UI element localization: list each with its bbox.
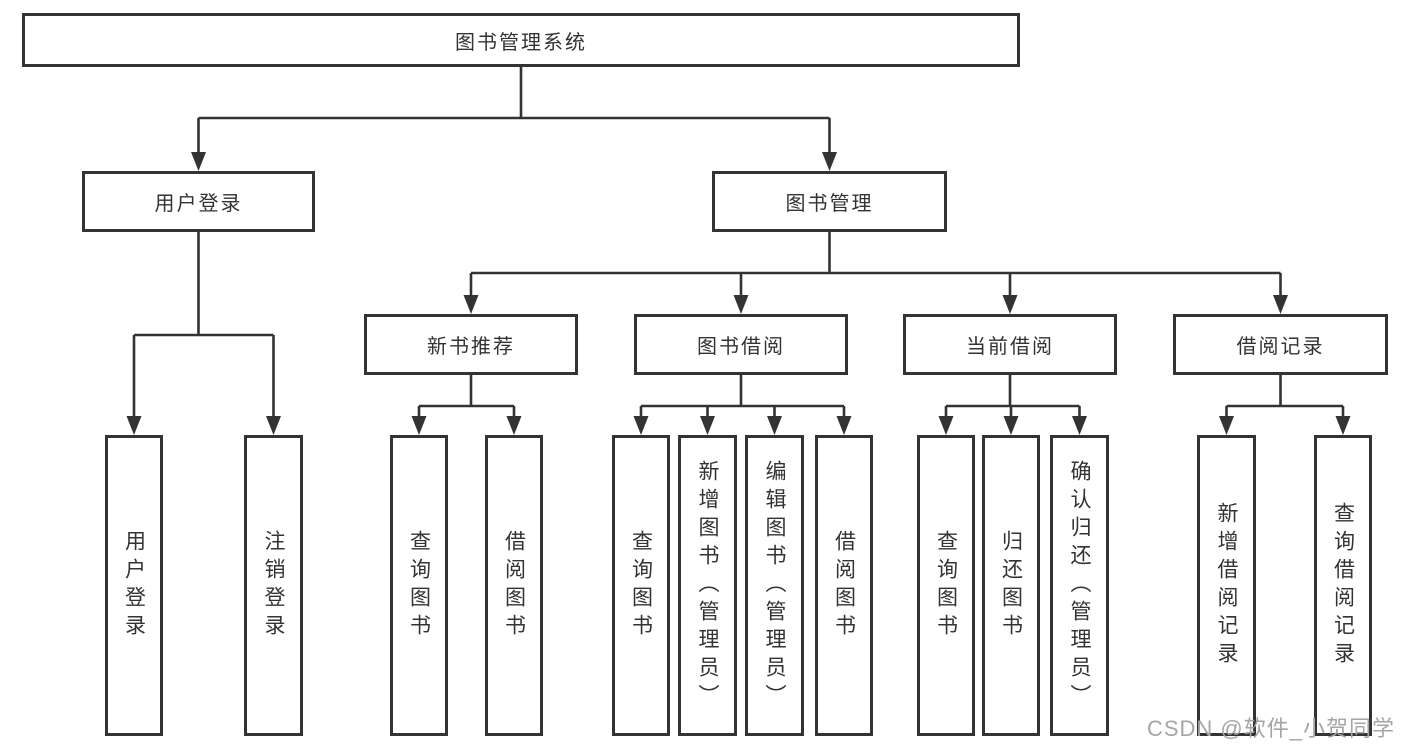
- node-label-leaf-confirm-return: 确认归还（管理员）: [1068, 459, 1091, 712]
- node-leaf-borrow-books-2: 借阅图书: [815, 435, 873, 736]
- node-leaf-query-books-1: 查询图书: [390, 435, 448, 736]
- node-label-leaf-edit-books: 编辑图书（管理员）: [763, 459, 786, 712]
- csdn-watermark: CSDN @软件_小贺同学: [1146, 716, 1395, 741]
- node-leaf-user-login: 用户登录: [105, 435, 163, 736]
- connector-arrow-down-icon: [1273, 295, 1288, 314]
- node-label-borrow-records: 借阅记录: [1236, 336, 1325, 358]
- connector-arrow-down-icon: [767, 416, 782, 435]
- connector-arrow-down-icon: [938, 416, 954, 435]
- node-leaf-query-books-3: 查询图书: [917, 435, 975, 736]
- node-label-leaf-query-books-2: 查询图书: [629, 529, 653, 642]
- connector-arrow-down-icon: [1072, 416, 1087, 435]
- node-leaf-query-books-2: 查询图书: [612, 435, 670, 736]
- connector-arrow-down-icon: [733, 295, 749, 314]
- node-new-book-rec: 新书推荐: [364, 314, 578, 375]
- node-label-leaf-query-books-1: 查询图书: [407, 529, 431, 642]
- connector-arrow-down-icon: [1003, 416, 1019, 435]
- connector-arrow-down-icon: [506, 416, 522, 435]
- node-label-leaf-add-borrow-record: 新增借阅记录: [1215, 501, 1238, 670]
- node-label-leaf-query-borrow-record: 查询借阅记录: [1331, 501, 1355, 670]
- node-label-user-login: 用户登录: [154, 193, 243, 215]
- node-book-mgmt: 图书管理: [712, 171, 947, 232]
- connector-arrow-down-icon: [700, 416, 715, 435]
- node-label-book-borrow: 图书借阅: [697, 336, 785, 358]
- connector-arrow-down-icon: [633, 416, 649, 435]
- connector-arrow-down-icon: [1219, 416, 1234, 435]
- connector-arrow-down-icon: [463, 295, 479, 314]
- node-leaf-add-books: 新增图书（管理员）: [678, 435, 737, 736]
- connector-arrow-down-icon: [191, 152, 206, 171]
- node-leaf-edit-books: 编辑图书（管理员）: [745, 435, 804, 736]
- connector-arrow-down-icon: [266, 416, 281, 435]
- node-leaf-logout: 注销登录: [244, 435, 303, 736]
- node-leaf-add-borrow-record: 新增借阅记录: [1197, 435, 1256, 736]
- node-label-current-borrow: 当前借阅: [966, 336, 1054, 358]
- node-leaf-return-books: 归还图书: [982, 435, 1040, 736]
- node-user-login: 用户登录: [82, 171, 315, 232]
- node-book-borrow: 图书借阅: [634, 314, 848, 375]
- node-borrow-records: 借阅记录: [1173, 314, 1388, 375]
- node-leaf-borrow-books-1: 借阅图书: [485, 435, 543, 736]
- connector-arrow-down-icon: [126, 416, 142, 435]
- node-label-leaf-user-login: 用户登录: [122, 529, 146, 642]
- node-leaf-query-borrow-record: 查询借阅记录: [1314, 435, 1372, 736]
- node-label-leaf-borrow-books-2: 借阅图书: [832, 529, 856, 642]
- node-leaf-confirm-return: 确认归还（管理员）: [1050, 435, 1109, 736]
- node-label-leaf-logout: 注销登录: [262, 529, 285, 642]
- node-root: 图书管理系统: [22, 13, 1020, 67]
- node-label-new-book-rec: 新书推荐: [427, 336, 515, 358]
- node-label-leaf-add-books: 新增图书（管理员）: [696, 459, 719, 712]
- connector-arrow-down-icon: [1002, 295, 1018, 314]
- node-current-borrow: 当前借阅: [903, 314, 1117, 375]
- connector-arrow-down-icon: [1335, 416, 1351, 435]
- connector-arrow-down-icon: [822, 152, 837, 171]
- node-label-root: 图书管理系统: [455, 31, 587, 54]
- node-label-book-mgmt: 图书管理: [785, 193, 874, 215]
- connector-arrow-down-icon: [411, 416, 427, 435]
- node-label-leaf-borrow-books-1: 借阅图书: [502, 529, 526, 642]
- connector-arrow-down-icon: [836, 416, 852, 435]
- node-label-leaf-query-books-3: 查询图书: [934, 529, 958, 642]
- node-label-leaf-return-books: 归还图书: [999, 529, 1023, 642]
